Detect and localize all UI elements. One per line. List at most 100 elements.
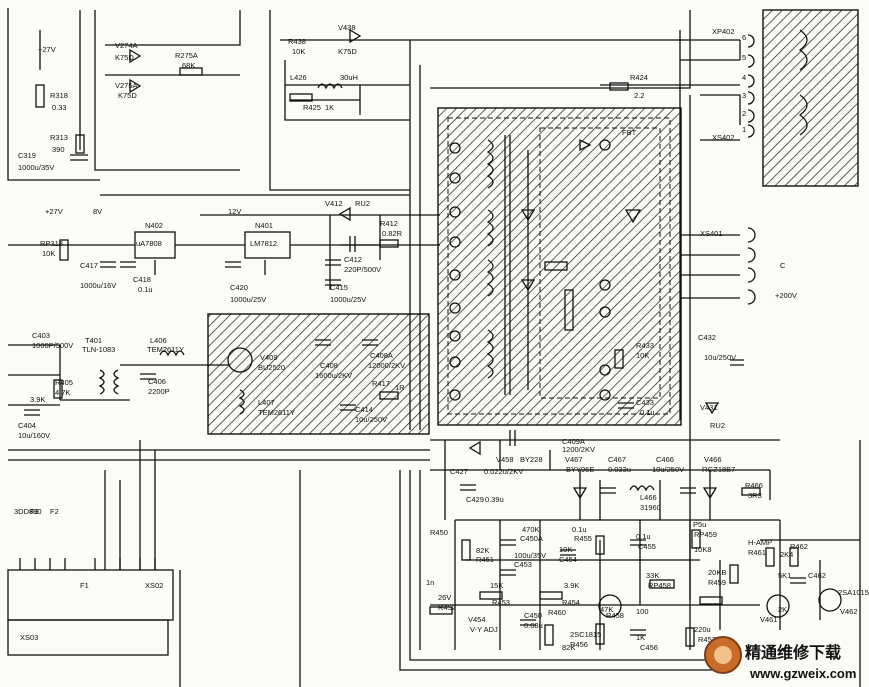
component-label: P5u (693, 520, 706, 529)
component-label: +27V (45, 207, 63, 216)
component-label: V454 (468, 615, 486, 624)
component-label: 5K1 (778, 571, 791, 580)
ic-n401 (244, 231, 291, 259)
component-label: L426 (290, 73, 307, 82)
component-label: T401 (85, 336, 102, 345)
component-label: C433 (636, 398, 654, 407)
component-label: 6 (742, 33, 746, 42)
component-label: V438 (338, 23, 356, 32)
component-label: 1000u/25V (230, 295, 266, 304)
component-label: R412 (380, 219, 398, 228)
component-label: 0.33 (52, 103, 67, 112)
component-label: 3.9K (564, 581, 579, 590)
component-label: R313 (50, 133, 68, 142)
component-label: R457 (698, 635, 716, 644)
component-label: C406 (148, 377, 166, 386)
component-label: C412 (344, 255, 362, 264)
component-label: 1n (426, 578, 434, 587)
component-label: 47K (600, 605, 613, 614)
component-label: C455 (638, 542, 656, 551)
component-label: C408A (370, 351, 393, 360)
component-label: 1K (636, 633, 645, 642)
fbt-internal (520, 138, 642, 390)
component-label: 1200/2KV (562, 445, 595, 454)
component-label: L407 (258, 398, 275, 407)
component-label: 1600u/2KV (315, 371, 352, 380)
component-label: 5 (742, 53, 746, 62)
component-label: N401 (255, 221, 273, 230)
yoke-hatched-block (762, 9, 859, 187)
component-label: R466 (745, 481, 763, 490)
component-label: 82K (562, 643, 575, 652)
component-label: 220P/500V (344, 265, 381, 274)
component-label: C432 (698, 333, 716, 342)
component-label: C456 (640, 643, 658, 652)
component-label: R433 (636, 341, 654, 350)
component-label: XS401 (700, 229, 723, 238)
fbt-pins (449, 139, 611, 401)
component-label: 390 (52, 145, 65, 154)
component-label: 10u/160V (18, 431, 50, 440)
component-label: 68K (182, 61, 195, 70)
component-label: 8V (93, 207, 102, 216)
fbt-inner-outline (539, 127, 661, 399)
component-label: XS02 (145, 581, 163, 590)
component-label: TEM2611Y (258, 408, 295, 417)
ground-pins (19, 558, 156, 570)
component-label: 10K (636, 351, 649, 360)
component-label: BU2520 (258, 363, 285, 372)
component-label: 4 (742, 73, 746, 82)
board-id-box (7, 619, 169, 656)
component-label: C408 (320, 361, 338, 370)
component-label: FBT (622, 128, 637, 137)
component-label: R459 (708, 578, 726, 587)
component-label: +200V (775, 291, 797, 300)
component-label: 10K (42, 249, 55, 258)
component-label: 2.2 (634, 91, 644, 100)
component-label: 2200P (148, 387, 170, 396)
component-label: 0.1u (636, 532, 651, 541)
component-label: +27V (38, 45, 56, 54)
component-label: N402 (145, 221, 163, 230)
component-label: RP459 (694, 530, 717, 539)
component-label: C467 (608, 455, 626, 464)
component-label: 20KB (708, 568, 726, 577)
component-label: 30uH (340, 73, 358, 82)
component-label: V467 (565, 455, 583, 464)
component-label: C417 (80, 261, 98, 270)
component-label: 1000u/35V (18, 163, 54, 172)
component-label: XS03 (20, 633, 38, 642)
component-label: R460 (548, 608, 566, 617)
component-label: C453 (514, 560, 532, 569)
component-label: R461 (748, 548, 766, 557)
component-label: C462 (808, 571, 826, 580)
transistor-v462 (818, 588, 842, 612)
component-label: 1R (395, 383, 405, 392)
component-label: C454 (559, 555, 577, 564)
component-label: V466 (704, 455, 722, 464)
hov-hatched-block (207, 313, 430, 435)
component-label: L466 (640, 493, 657, 502)
component-label: R456 (570, 640, 588, 649)
component-label: C319 (18, 151, 36, 160)
component-label: R318 (50, 91, 68, 100)
transistor-v409 (227, 347, 253, 373)
component-label: 0.68u (524, 621, 543, 630)
component-label: C414 (355, 405, 373, 414)
watermark-title: 精通维修下载 (745, 643, 841, 662)
component-label: TEM2611Y (147, 345, 184, 354)
component-label: 26V (438, 593, 451, 602)
component-label: 4.7K (55, 388, 70, 397)
component-label: 1K (325, 103, 334, 112)
component-label: K75D (338, 47, 357, 56)
component-label: 470K (522, 525, 540, 534)
component-label: 2K4 (780, 550, 793, 559)
transistor-v454 (598, 594, 622, 618)
component-label: 10K8 (694, 545, 712, 554)
component-label: R275A (175, 51, 198, 60)
watermark: 精通维修下载 www.gzweix.com (704, 636, 856, 681)
component-label: R451 (476, 555, 494, 564)
capacitors (24, 154, 806, 636)
component-label: 0.39u (485, 495, 504, 504)
